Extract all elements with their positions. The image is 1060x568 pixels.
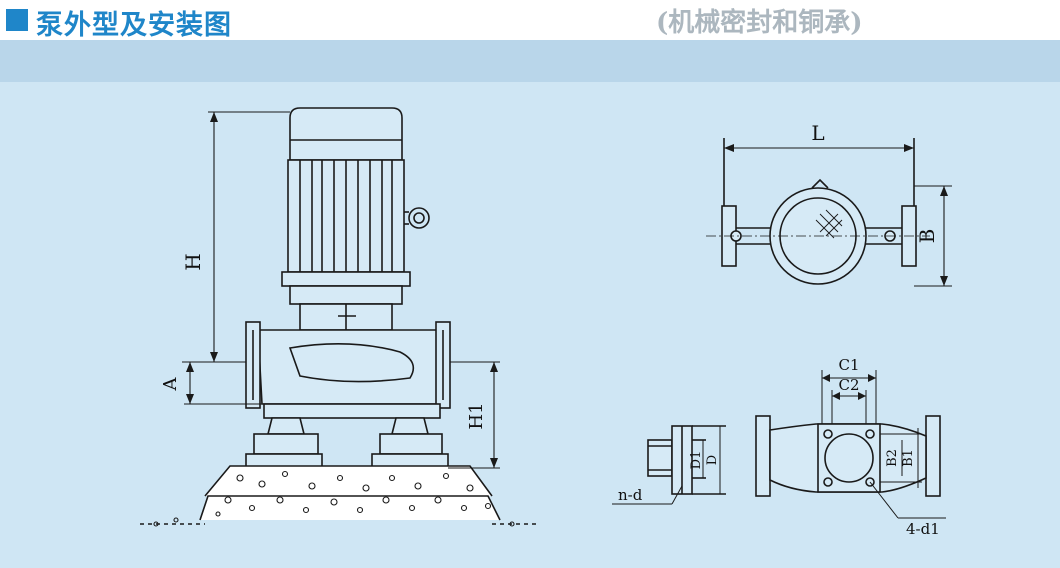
label-h1: H1	[466, 402, 487, 429]
dimension-labels: H A H1 L B D1 D n-d C1 C2 B2 B1 4-d1	[160, 121, 940, 538]
label-nd: n-d	[618, 486, 643, 504]
label-h: H	[181, 253, 205, 270]
label-b: B	[915, 229, 939, 244]
section-header: 泵外型及安装图 (机械密封和铜承)	[0, 0, 1060, 41]
label-a: A	[160, 377, 181, 392]
dimension-arrows	[186, 112, 948, 468]
base-view	[755, 370, 946, 519]
label-c2: C2	[838, 376, 859, 394]
label-b2: B2	[885, 449, 900, 467]
bleed-through-text: (机械密封和铜承)	[656, 8, 863, 38]
side-view	[140, 107, 540, 527]
section-title: 泵外型及安装图	[36, 10, 232, 41]
label-b1: B1	[901, 449, 916, 467]
top-view	[706, 138, 952, 287]
label-c1: C1	[838, 356, 859, 374]
label-d1: D1	[689, 451, 704, 470]
label-4-d1: 4-d1	[906, 520, 940, 538]
title-square-icon	[6, 9, 28, 31]
background-table-header	[0, 40, 1060, 82]
label-d: D	[705, 455, 720, 465]
flange-detail-view	[612, 425, 726, 505]
label-l: L	[811, 121, 824, 145]
